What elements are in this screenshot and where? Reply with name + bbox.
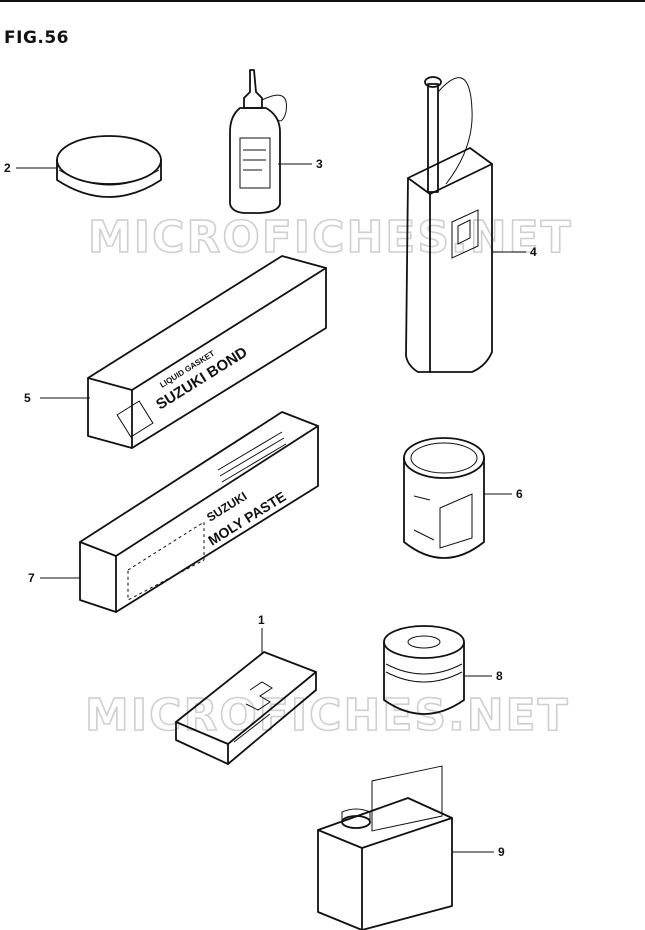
watermark-top: MICROFICHES.NET (88, 212, 573, 263)
callout-2: 2 (4, 161, 11, 175)
part-6-tin-can[interactable] (403, 437, 485, 559)
callout-leaders (16, 163, 526, 853)
callout-8: 8 (496, 669, 503, 683)
callout-9: 9 (498, 845, 505, 859)
part-4-tall-can[interactable] (405, 76, 493, 373)
part-9-oil-can[interactable] (317, 765, 453, 930)
part-2-cap[interactable] (56, 135, 162, 198)
figure-title: FIG.56 (4, 28, 70, 48)
part-5-bond-box[interactable]: LIQUID GASKET SUZUKI BOND (87, 255, 327, 449)
watermark-bottom: MICROFICHES.NET (85, 690, 570, 741)
callout-1: 1 (258, 613, 265, 627)
part-1-case[interactable] (175, 651, 317, 765)
callout-4: 4 (530, 245, 537, 259)
callout-7: 7 (28, 571, 35, 585)
top-rule (0, 0, 645, 2)
part-3-bottle[interactable] (229, 69, 287, 214)
callout-6: 6 (516, 487, 523, 501)
callout-5: 5 (24, 391, 31, 405)
callout-3: 3 (316, 157, 323, 171)
part-7-paste-box[interactable]: SUZUKI MOLY PASTE (79, 411, 319, 613)
part-8-small-tin[interactable] (383, 625, 465, 715)
